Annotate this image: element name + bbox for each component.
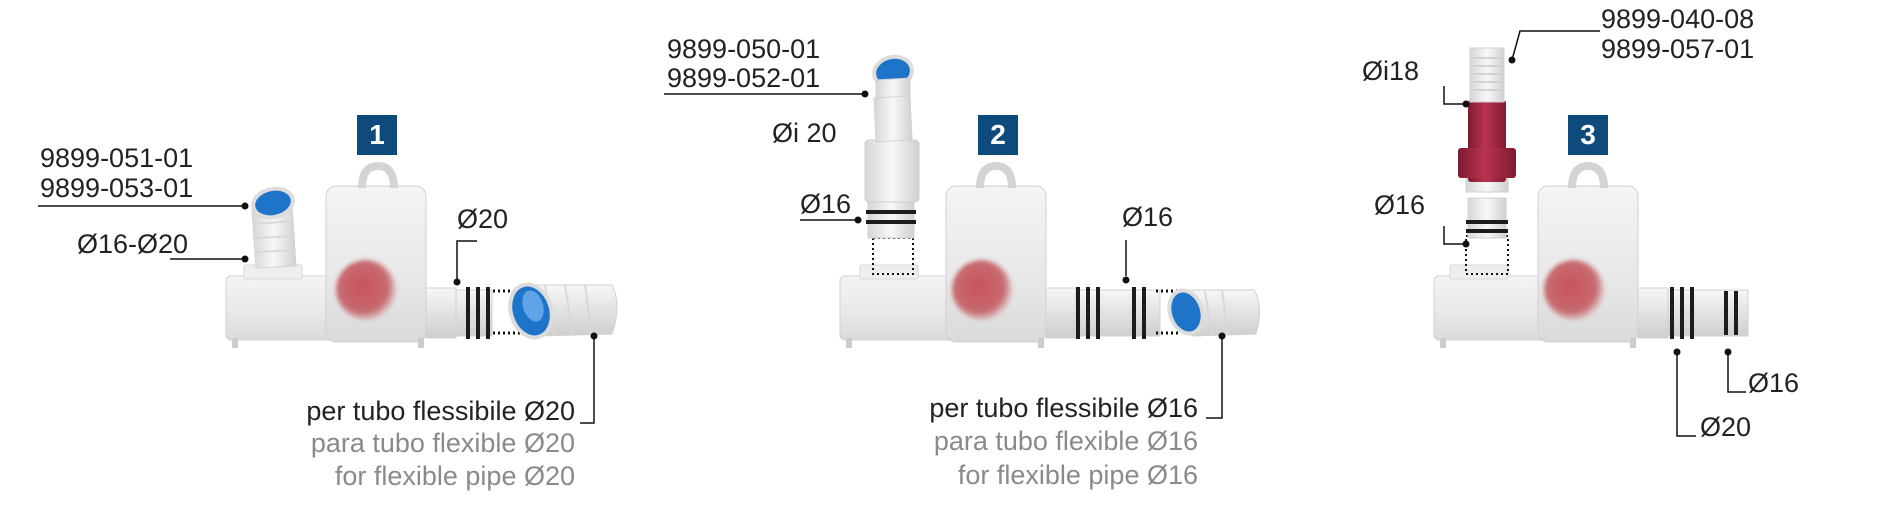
assembly-1-drawing [38, 161, 618, 424]
assembly-1-badge: 1 [357, 115, 397, 155]
assembly-2-drawing [664, 54, 1260, 419]
assembly-1-caption-it: per tubo flessibile Ø20 [306, 396, 575, 426]
assembly-2-outlet-diameter: Ø16 [1122, 202, 1174, 232]
assembly-2-code-1: 9899-050-01 [667, 34, 821, 64]
assembly-2-caption-it: per tubo flessibile Ø16 [929, 393, 1198, 423]
assembly-2-inner-diameter: Øi 20 [772, 118, 837, 148]
assembly-1-code-2: 9899-053-01 [40, 173, 194, 203]
assembly-3-inner-diameter: Øi18 [1362, 56, 1420, 86]
assembly-2-code-2: 9899-052-01 [667, 63, 821, 93]
assembly-1-caption-en: for flexible pipe Ø20 [334, 461, 575, 491]
assembly-3-code-1: 9899-040-08 [1601, 4, 1755, 34]
assembly-3-outlet-diameter-small: Ø16 [1748, 368, 1800, 398]
assembly-2-inlet-diameter: Ø16 [800, 189, 852, 219]
assembly-3-badge: 3 [1568, 115, 1608, 155]
assembly-3-inlet-diameter: Ø16 [1374, 190, 1426, 220]
assembly-2-caption-en: for flexible pipe Ø16 [957, 460, 1198, 490]
assembly-2-badge: 2 [978, 115, 1018, 155]
assembly-1-inlet-diameter: Ø16-Ø20 [77, 229, 189, 259]
assembly-3-outlet-diameter-large: Ø20 [1700, 412, 1752, 442]
assembly-3-code-2: 9899-057-01 [1601, 34, 1755, 64]
assembly-3-drawing [1433, 30, 1749, 437]
assembly-2-caption-es: para tubo flexible Ø16 [933, 426, 1198, 456]
assembly-1-code-1: 9899-051-01 [40, 143, 194, 173]
assembly-1-outlet-diameter: Ø20 [457, 204, 509, 234]
assembly-1-caption-es: para tubo flexible Ø20 [310, 428, 575, 458]
